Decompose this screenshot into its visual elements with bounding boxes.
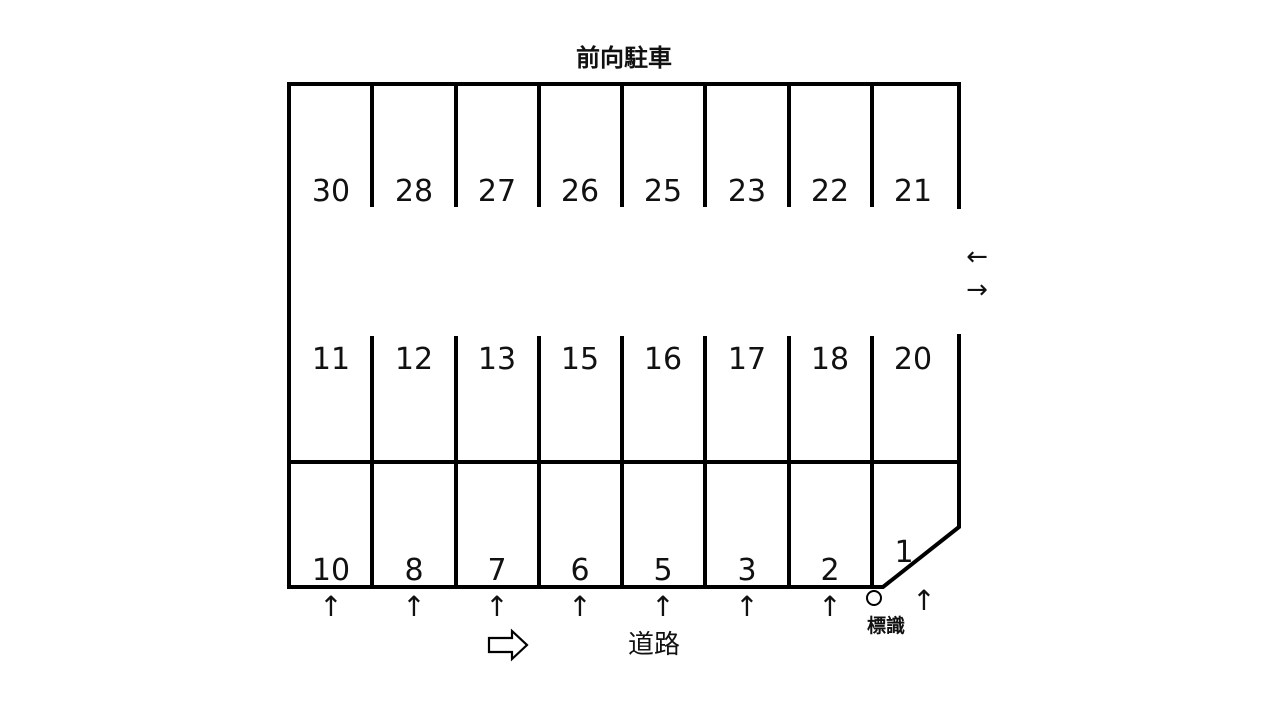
up-arrow-icon: ↑ — [402, 590, 425, 623]
sign-marker-icon — [866, 590, 882, 606]
space-25-label: 25 — [644, 174, 682, 209]
space-7-label: 7 — [487, 553, 506, 588]
space-26-label: 26 — [561, 174, 599, 209]
up-arrow-icon: ↑ — [568, 590, 591, 623]
up-arrow-icon: ↑ — [319, 590, 342, 623]
space-17-label: 17 — [728, 342, 766, 377]
space-3-label: 3 — [737, 553, 756, 588]
space-16-label: 16 — [644, 342, 682, 377]
stall-divider-lines — [370, 84, 874, 587]
sign-label: 標識 — [867, 614, 905, 637]
space-12-label: 12 — [395, 342, 433, 377]
lot-outer-wall — [287, 82, 961, 589]
space-6-label: 6 — [570, 553, 589, 588]
up-arrow-icon: ↑ — [818, 590, 841, 623]
space-22-label: 22 — [811, 174, 849, 209]
road-label: 道路 — [628, 630, 680, 660]
space-15-label: 15 — [561, 342, 599, 377]
space-23-label: 23 — [728, 174, 766, 209]
space-5-label: 5 — [653, 553, 672, 588]
middle-row-spaces: 11 12 13 15 16 17 18 20 — [312, 342, 932, 377]
up-arrow-icon: ↑ — [651, 590, 674, 623]
road-arrows: ↑ ↑ ↑ ↑ ↑ ↑ ↑ ↑ — [319, 584, 935, 623]
space-27-label: 27 — [478, 174, 516, 209]
space-20-label: 20 — [894, 342, 932, 377]
left-arrow-icon: ← — [966, 242, 988, 272]
direction-arrow-icon: ⇨ — [487, 628, 529, 662]
right-arrow-icon: → — [966, 275, 988, 305]
space-2-label: 2 — [820, 553, 839, 588]
top-row-spaces: 30 28 27 26 25 23 22 21 — [312, 174, 932, 209]
space-10-label: 10 — [312, 553, 350, 588]
bottom-row-spaces: 10 8 7 6 5 3 2 1 — [312, 535, 914, 588]
map-title: 前向駐車 — [576, 44, 672, 72]
space-18-label: 18 — [811, 342, 849, 377]
up-arrow-icon: ↑ — [735, 590, 758, 623]
space-11-label: 11 — [312, 342, 350, 377]
space-28-label: 28 — [395, 174, 433, 209]
space-21-label: 21 — [894, 174, 932, 209]
space-30-label: 30 — [312, 174, 350, 209]
space-13-label: 13 — [478, 342, 516, 377]
up-arrow-icon: ↑ — [912, 584, 935, 617]
space-8-label: 8 — [404, 553, 423, 588]
space-1-label: 1 — [894, 535, 913, 570]
up-arrow-icon: ↑ — [485, 590, 508, 623]
